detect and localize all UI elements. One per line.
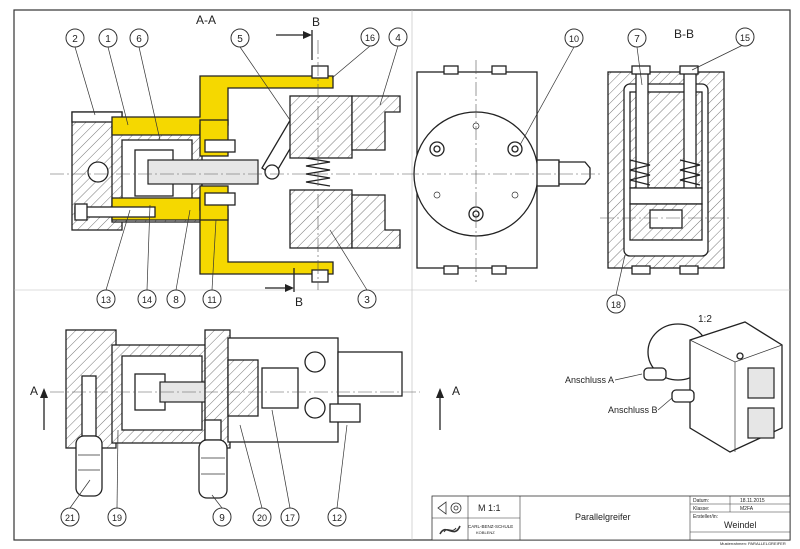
drawing-frame <box>13 9 791 541</box>
balloon-16: 16 <box>331 27 380 79</box>
svg-text:5: 5 <box>237 34 243 45</box>
svg-text:14: 14 <box>142 295 152 305</box>
section-letter-a-right: A <box>452 384 460 398</box>
svg-text:16: 16 <box>365 33 375 43</box>
ersteller-value: Weindel <box>724 520 756 530</box>
projection-symbol <box>437 501 462 515</box>
isometric-view <box>643 321 783 453</box>
balloon-9: 9 <box>211 494 232 527</box>
balloon-7: 7 <box>627 28 647 86</box>
svg-text:6: 6 <box>136 34 142 45</box>
school-name: CARL-BENZ-SCHULE <box>468 524 513 529</box>
svg-text:9: 9 <box>219 513 225 524</box>
svg-text:13: 13 <box>101 295 111 305</box>
svg-text:11: 11 <box>207 295 216 305</box>
svg-text:7: 7 <box>634 34 640 45</box>
fitting-9 <box>198 419 228 499</box>
balloon-21: 21 <box>60 479 91 527</box>
balloon-12: 12 <box>327 424 348 527</box>
port-label-b: Anschluss B <box>608 405 658 415</box>
balloon-13: 13 <box>96 209 131 309</box>
section-letter-b-bottom: B <box>295 295 303 309</box>
front-view <box>405 60 600 282</box>
svg-text:19: 19 <box>112 513 122 523</box>
balloon-11: 11 <box>202 219 222 309</box>
drawing-title: Parallelgreifer <box>575 512 631 522</box>
school-city: KOBLENZ <box>476 530 495 535</box>
template-footer: Musterrahmen: PARALLELGREIFER <box>720 541 786 546</box>
top-view <box>50 329 420 499</box>
fitting-21 <box>75 375 103 497</box>
cutting-plane-arrow-b-bottom <box>265 268 295 292</box>
svg-text:17: 17 <box>285 513 295 523</box>
balloon-5: 5 <box>230 28 291 121</box>
school-logo <box>439 525 461 535</box>
port-leader-b <box>657 397 673 411</box>
balloon-8: 8 <box>166 209 191 309</box>
section-letter-b-top: B <box>312 15 320 29</box>
cutting-plane-arrow-b-top <box>276 30 313 60</box>
cutting-plane-arrow-a-left <box>40 388 48 430</box>
balloon-6: 6 <box>129 28 161 141</box>
svg-text:3: 3 <box>364 295 370 306</box>
balloon-1: 1 <box>98 28 129 126</box>
svg-text:2: 2 <box>72 34 78 45</box>
svg-text:21: 21 <box>65 513 75 523</box>
klasse-label: Klasse: <box>693 506 709 512</box>
svg-text:10: 10 <box>569 34 579 44</box>
svg-text:8: 8 <box>173 295 179 306</box>
detail-scale: 1:2 <box>698 314 712 325</box>
port-leader-a <box>614 373 643 381</box>
svg-text:1: 1 <box>105 34 111 45</box>
balloon-14: 14 <box>137 204 157 309</box>
drawing-scale: M 1:1 <box>478 503 501 513</box>
balloon-4: 4 <box>379 27 408 106</box>
svg-text:12: 12 <box>332 513 342 523</box>
balloon-10: 10 <box>519 28 584 146</box>
balloon-17: 17 <box>271 409 300 527</box>
svg-text:15: 15 <box>740 33 750 43</box>
section-view-a-a <box>50 40 405 290</box>
datum-value: 18.11.2015 <box>740 498 765 504</box>
balloon-15: 15 <box>691 27 755 71</box>
klasse-value: M2FA <box>740 506 754 512</box>
balloon-19: 19 <box>107 429 127 527</box>
title-block <box>431 495 791 541</box>
balloon-2: 2 <box>65 28 96 116</box>
port-label-a: Anschluss A <box>565 375 614 385</box>
svg-text:4: 4 <box>395 33 401 44</box>
cutting-plane-arrow-a-right <box>436 388 444 430</box>
datum-label: Datum: <box>693 498 709 504</box>
svg-text:20: 20 <box>257 513 267 523</box>
balloon-20: 20 <box>239 424 272 527</box>
ersteller-label: Ersteller/in: <box>693 514 718 520</box>
section-label-b-b: B-B <box>674 27 694 41</box>
balloon-18: 18 <box>606 254 626 314</box>
svg-text:18: 18 <box>611 300 621 310</box>
section-letter-a-left: A <box>30 384 38 398</box>
balloon-3: 3 <box>329 229 377 309</box>
section-label-a-a: A-A <box>196 13 216 27</box>
section-view-b-b <box>600 65 730 275</box>
